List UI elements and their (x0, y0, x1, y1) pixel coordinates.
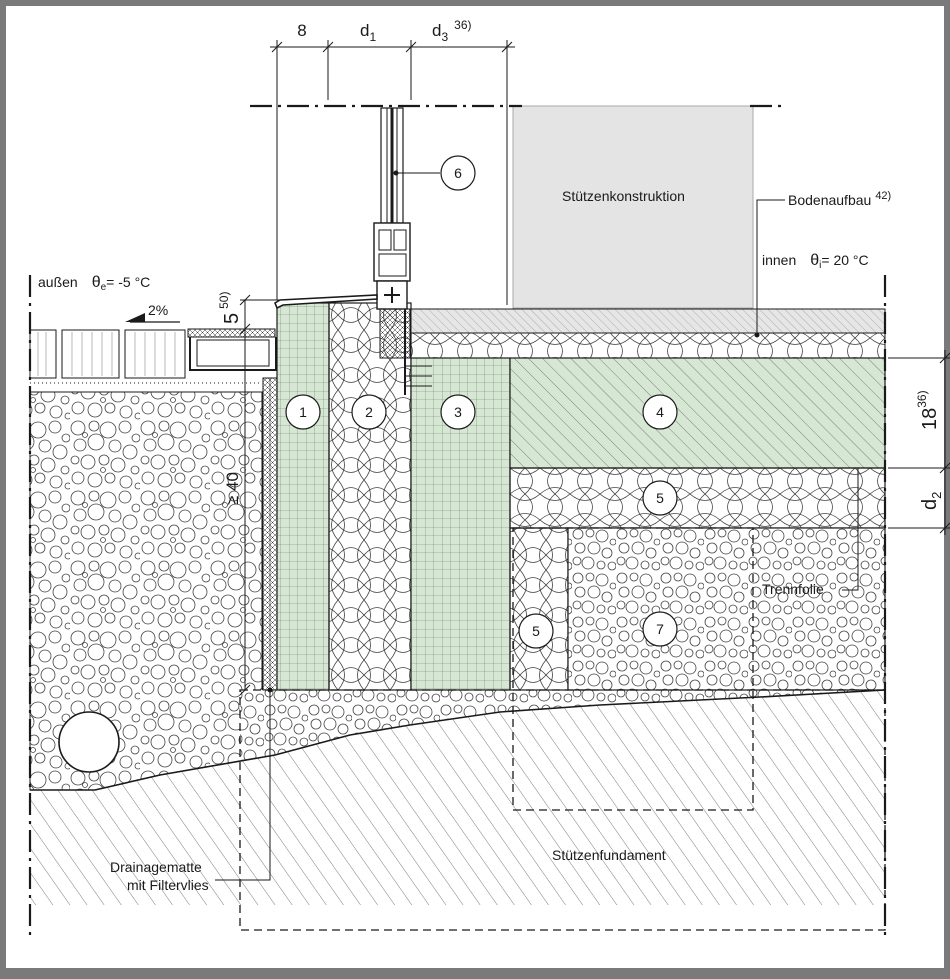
marker-6: 6 (454, 165, 462, 181)
marker-5-horizontal: 5 (656, 490, 664, 506)
layer-5-insulation-vertical (509, 527, 569, 691)
slope-arrow (125, 313, 180, 323)
dim-left-40: ≥ 40 (223, 472, 242, 505)
dim-right-18: 1836) (915, 390, 941, 430)
drainage-mat-label-line1: Drainagematte (110, 859, 202, 875)
column-construction-label: Stützenkonstruktion (562, 188, 685, 204)
drain-pipe-icon (58, 711, 120, 773)
marker-7: 7 (656, 621, 664, 637)
outside-soil-section (29, 391, 276, 905)
leader-dots (267, 170, 760, 693)
layer-5-insulation-horizontal (509, 467, 886, 529)
column-construction-block (512, 105, 754, 309)
paving-stones (29, 329, 262, 384)
marker-2: 2 (365, 404, 373, 420)
dim-top-8: 8 (297, 21, 306, 40)
dim-top-d3: d336) (432, 18, 472, 44)
column-foundation-label: Stützenfundament (552, 847, 666, 863)
separation-foil-label: Trennfolie (762, 581, 824, 597)
leader-lines (215, 172, 859, 881)
right-dimension-lines (888, 350, 950, 535)
drainage-mat-label-line2: mit Filtervlies (127, 877, 209, 893)
floor-build-up (410, 308, 886, 359)
layer-7-gravel-fill (567, 527, 886, 691)
marker-circles (285, 155, 678, 649)
marker-3: 3 (454, 404, 462, 420)
marker-4: 4 (656, 404, 664, 420)
dim-top-d1: d1 (360, 21, 376, 44)
left-dimension-lines (239, 294, 285, 696)
dim-left-5: 550) (217, 292, 243, 324)
foundation-outline (239, 527, 886, 931)
dim-right-d2: d2 (919, 492, 944, 510)
terrain-line (30, 754, 276, 791)
marker-5-vertical: 5 (532, 623, 540, 639)
window-profile (373, 107, 411, 395)
section-cut-lines (28, 104, 887, 935)
layer-4-floor-slab (509, 357, 886, 469)
subgrade-gravel-band (240, 689, 886, 905)
fasteners (406, 365, 432, 387)
marker-1: 1 (299, 404, 307, 420)
layer-1-perimeter-insulation (276, 302, 330, 691)
gutter-channel (187, 328, 277, 371)
top-dimension-lines (270, 40, 515, 305)
layer-2-insulation (328, 302, 412, 691)
slope-label: 2% (148, 302, 168, 318)
